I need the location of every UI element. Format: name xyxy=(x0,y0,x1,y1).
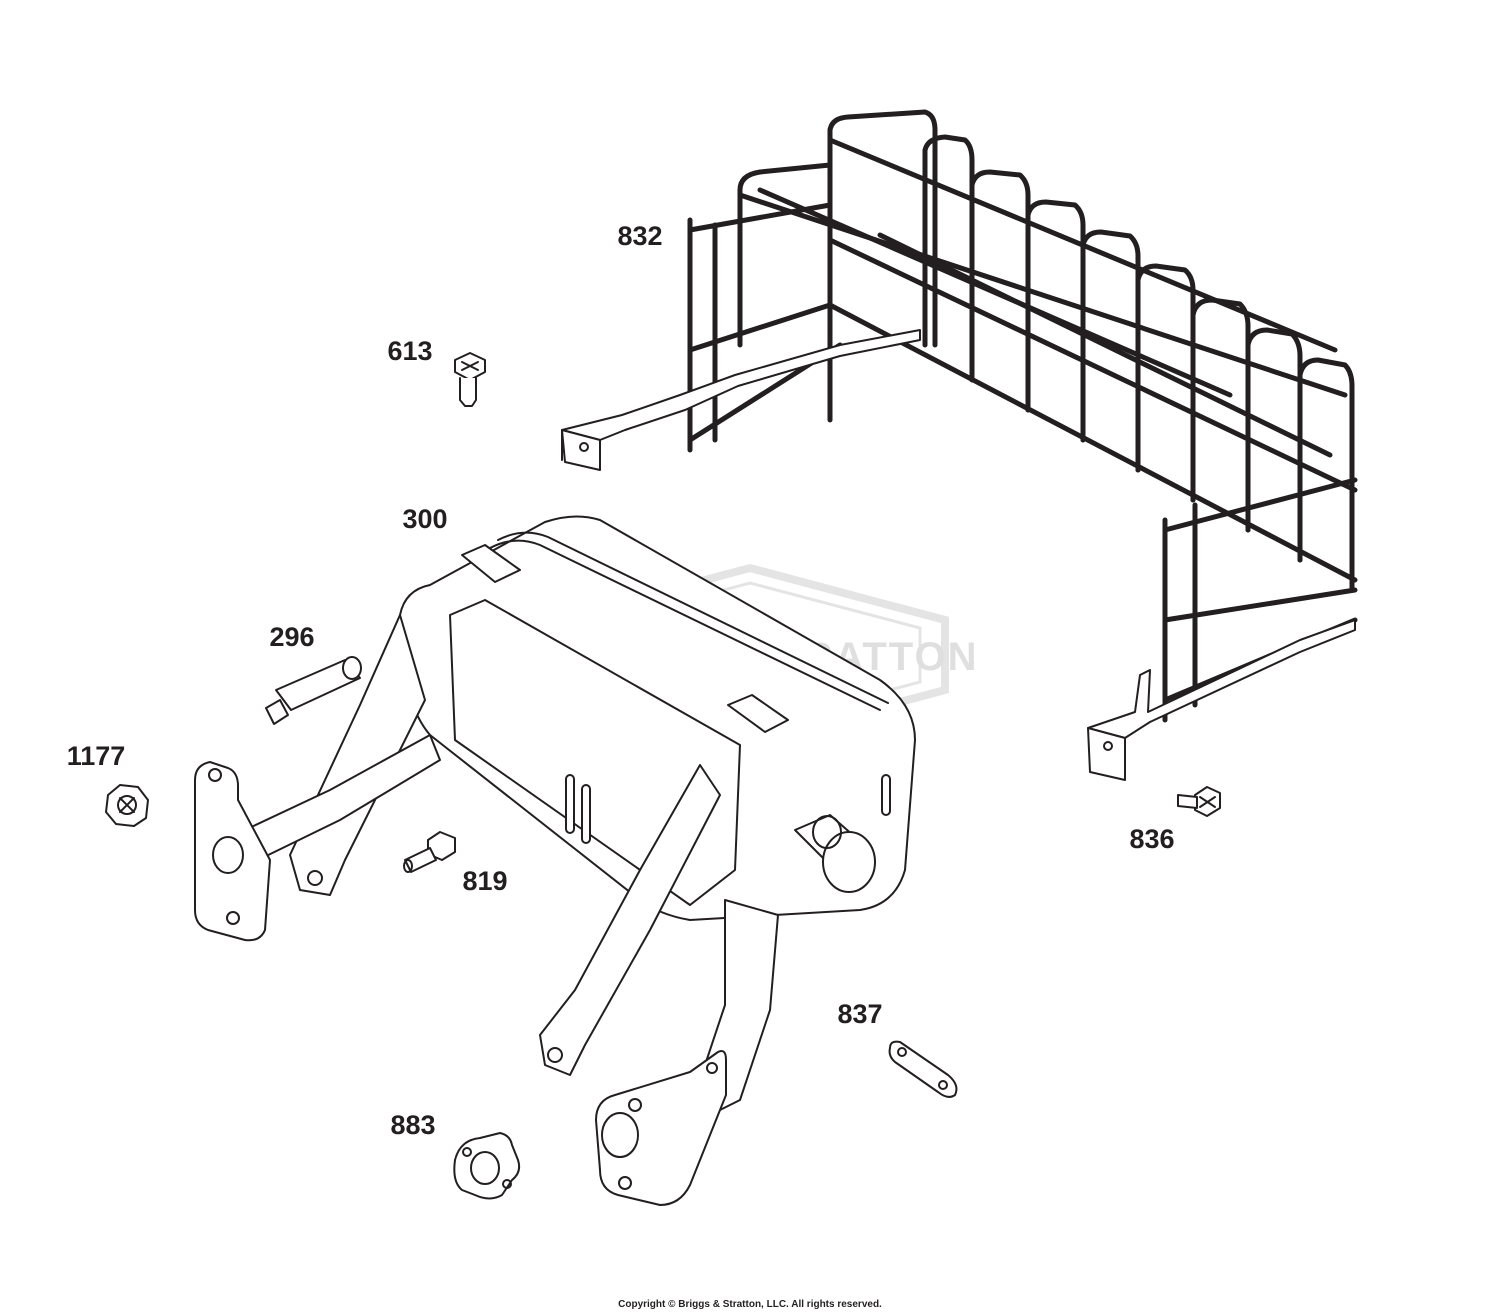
label-819: 819 xyxy=(462,866,507,896)
part-837-lock-plate[interactable] xyxy=(888,1040,958,1098)
part-832-wire-guard[interactable] xyxy=(561,109,1358,781)
part-1177-nut[interactable] xyxy=(105,784,149,827)
label-300: 300 xyxy=(402,504,447,534)
label-613: 613 xyxy=(387,336,432,366)
part-296-stud[interactable] xyxy=(265,656,362,725)
label-837: 837 xyxy=(837,999,882,1029)
part-819-bolt[interactable] xyxy=(403,831,456,873)
label-883: 883 xyxy=(390,1110,435,1140)
part-613-screw[interactable] xyxy=(454,352,486,407)
part-300-muffler[interactable] xyxy=(194,515,916,1206)
label-1177: 1177 xyxy=(67,741,126,771)
label-836: 836 xyxy=(1129,824,1174,854)
part-836-screw[interactable] xyxy=(1177,786,1221,817)
label-832: 832 xyxy=(617,221,662,251)
label-296: 296 xyxy=(269,622,314,652)
copyright-notice: Copyright © Briggs & Stratton, LLC. All … xyxy=(618,1299,882,1310)
part-883-gasket[interactable] xyxy=(453,1132,521,1200)
